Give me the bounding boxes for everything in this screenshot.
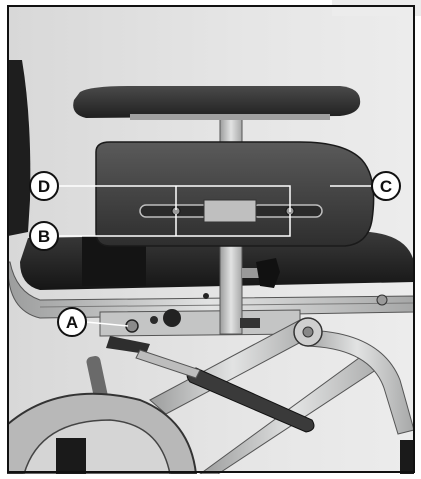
center-clamp [203, 199, 257, 223]
small-bolt [150, 316, 158, 324]
star-knob [256, 258, 280, 288]
ball-knob [163, 309, 181, 327]
brake-rod [135, 349, 201, 379]
brake-handle [86, 355, 108, 401]
leader-a [85, 321, 129, 327]
top-right-notch [332, 0, 421, 16]
callout-b: B [29, 221, 59, 251]
callout-d: D [29, 171, 59, 201]
pivot-joint-center [302, 326, 314, 338]
backrest [8, 60, 31, 236]
armrest-pad [73, 86, 361, 118]
callout-a: A [57, 307, 87, 337]
callout-c-label: C [380, 177, 392, 196]
callout-a-label: A [66, 313, 78, 332]
callout-b-label: B [38, 227, 50, 246]
callout-lines [58, 185, 372, 327]
figure-border [7, 5, 415, 473]
side-cushion [95, 141, 375, 247]
armrest-pad-plate [130, 114, 330, 120]
rail-bolt-right [376, 294, 388, 306]
callout-d-label: D [38, 177, 50, 196]
wheel-hub [56, 438, 86, 474]
knob-stem [242, 268, 260, 278]
rail-bolt-left [203, 293, 209, 299]
rail-clip [240, 318, 260, 328]
leader-d [58, 185, 291, 212]
brake-lever [106, 336, 150, 354]
front-castor [400, 440, 414, 474]
leader-b [58, 214, 291, 237]
callout-c: C [371, 171, 401, 201]
